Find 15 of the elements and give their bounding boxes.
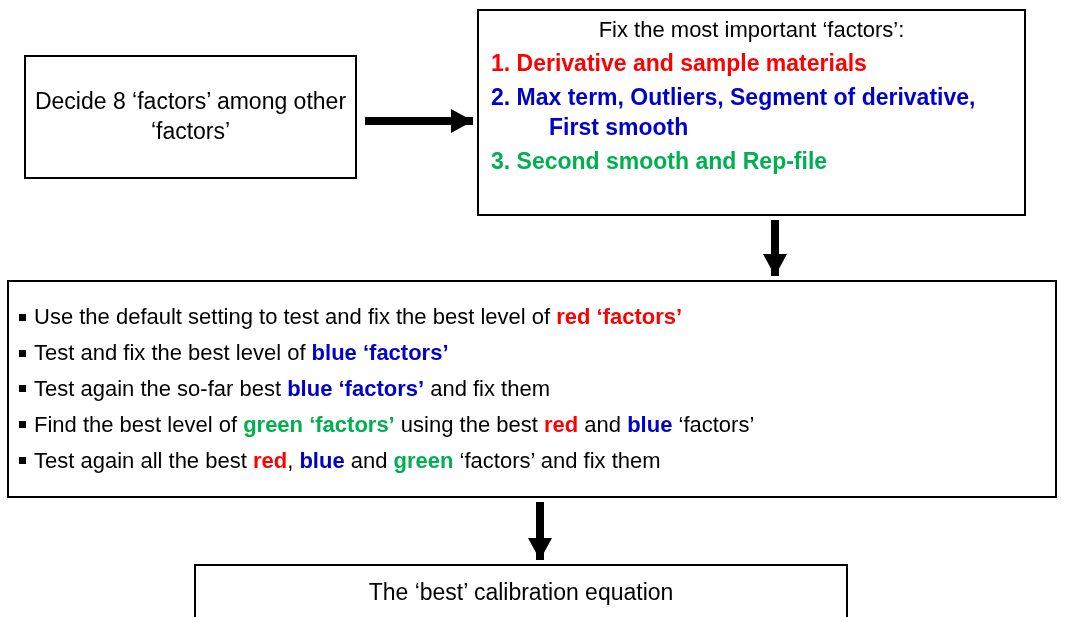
process-box: [7, 280, 1057, 498]
bullet-text: Find the best level of green ‘factors’ using the best red and blue ‘factors’: [34, 410, 755, 439]
list-item: 2. Max term, Outliers, Segment of derivative, First smooth: [491, 82, 977, 142]
bullet-text: Test and fix the best level of blue ‘factors’: [34, 339, 449, 368]
box-text: The ‘best’ calibration equation: [368, 578, 674, 607]
box-text: Decide 8 ‘factors’ among other ‘factors’: [33, 87, 348, 146]
list-item: 3. Second smooth and Rep-file: [491, 146, 829, 176]
bullet-text: Test again the so-far best blue ‘factors’ and fix them: [34, 375, 550, 404]
box-heading: Fix the most important ‘factors’:: [597, 17, 906, 43]
bullet-text: Use the default setting to test and fix the best level of red ‘factors’: [34, 303, 683, 332]
bullet-text: Test again all the best red, blue and green ‘factors’ and fix them: [34, 446, 661, 475]
process-box: [194, 564, 848, 617]
list-item: 1. Derivative and sample materials: [491, 49, 868, 78]
process-box: [24, 55, 357, 179]
process-box: [477, 9, 1026, 216]
